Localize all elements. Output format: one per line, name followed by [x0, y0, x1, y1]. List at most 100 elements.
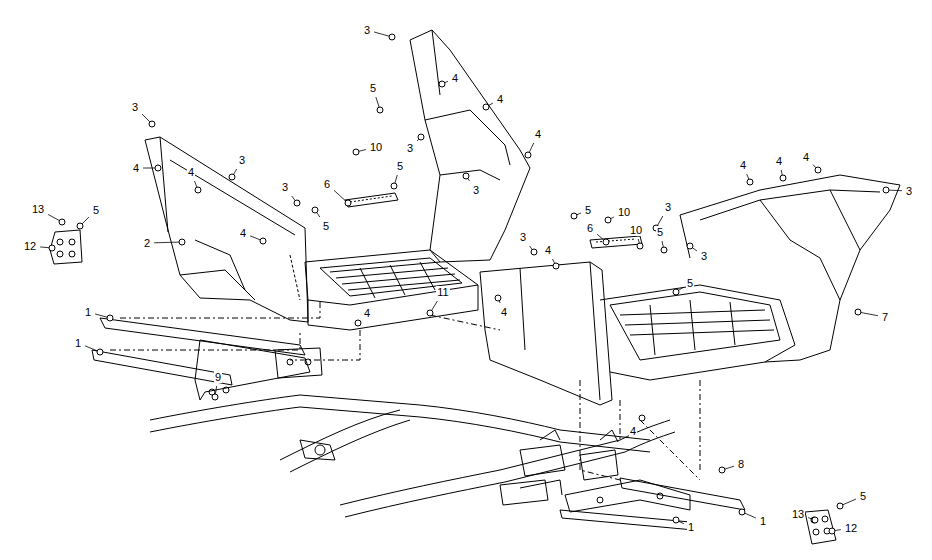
fastener-symbol	[195, 187, 201, 193]
callout-number: 4	[187, 166, 195, 178]
callout-number: 5	[322, 220, 330, 232]
fastener-symbol	[418, 134, 424, 140]
fastener-symbol	[389, 34, 395, 40]
callout-number: 12	[844, 522, 858, 534]
leader-line	[395, 175, 397, 183]
callout-number: 12	[23, 240, 37, 252]
frame-tubes	[150, 395, 675, 517]
footboard-plate	[345, 193, 398, 207]
leader-line	[692, 248, 696, 251]
leader-line	[95, 314, 107, 317]
alignment-lines	[110, 300, 700, 480]
callout-number: 3	[519, 231, 527, 243]
fastener-symbol	[149, 121, 155, 127]
callout-number: 13	[31, 203, 45, 215]
leader-line	[679, 521, 684, 523]
callout-number: 5	[686, 277, 694, 289]
leader-line	[376, 97, 379, 107]
callout-number: 5	[859, 490, 867, 502]
leader-line	[359, 150, 366, 152]
fastener-symbol	[605, 217, 611, 223]
fastener-symbol	[427, 310, 433, 316]
leader-line	[861, 313, 878, 316]
leader-line	[679, 288, 683, 291]
callout-number: 1	[759, 515, 767, 527]
leader-line	[40, 246, 49, 248]
footboard-plate	[590, 236, 642, 248]
fastener-symbol	[837, 503, 843, 509]
fastener-symbol	[155, 165, 161, 171]
callout-number: 6	[323, 178, 331, 190]
leader-line	[85, 346, 97, 351]
callout-number: 4	[534, 128, 542, 140]
fastener-symbol	[439, 81, 445, 87]
callout-number: 4	[739, 159, 747, 171]
fastener-symbol	[855, 309, 861, 315]
fastener-symbol	[463, 173, 469, 179]
callout-number: 4	[775, 155, 783, 167]
leader-line	[250, 236, 260, 240]
leader-line	[195, 181, 197, 187]
left-front-fender	[410, 30, 530, 262]
callout-number: 4	[132, 162, 140, 174]
fastener-symbol	[812, 517, 818, 523]
right-front-fender	[480, 262, 612, 405]
leader-line	[611, 217, 614, 219]
fastener-symbol	[353, 149, 359, 155]
fastener-symbol	[739, 509, 745, 515]
leader-line	[317, 212, 320, 217]
leader-line	[808, 518, 812, 519]
leader-line	[334, 190, 346, 201]
callout-number: 3	[472, 184, 480, 196]
leader-line	[445, 81, 448, 82]
left-fender	[145, 137, 308, 322]
fastener-symbol	[391, 183, 397, 189]
callout-number: 4	[451, 72, 459, 84]
fastener-symbol	[377, 107, 383, 113]
callout-number: 3	[281, 181, 289, 193]
fastener-symbol	[77, 223, 83, 229]
fastener-symbol	[294, 200, 300, 206]
leader-line	[489, 103, 493, 105]
leader-line	[843, 499, 856, 505]
fastener-symbol	[97, 349, 103, 355]
fastener-symbol	[345, 200, 351, 206]
leader-line	[747, 174, 749, 179]
callout-number: 11	[436, 286, 449, 298]
footrest-bracket	[520, 478, 745, 530]
callout-number: 10	[629, 224, 643, 236]
callout-number: 10	[617, 206, 631, 218]
callout-number: 4	[239, 227, 247, 239]
fastener-symbol	[212, 394, 218, 400]
callout-number: 5	[396, 160, 404, 172]
fastener-symbol	[59, 219, 65, 225]
leader-line	[835, 529, 841, 531]
callout-number: 5	[92, 204, 100, 216]
callout-number: 4	[363, 307, 371, 319]
leader-line	[781, 170, 782, 175]
callout-number: 4	[629, 425, 637, 437]
leader-line	[143, 168, 155, 169]
leader-line	[432, 301, 438, 310]
callout-number: 3	[363, 24, 371, 36]
leader-line	[657, 216, 662, 225]
callout-number: 1	[687, 521, 695, 533]
leader-line	[154, 242, 179, 244]
fastener-symbol	[639, 415, 645, 421]
fastener-symbol	[49, 245, 55, 251]
fastener-symbol	[673, 517, 679, 523]
leader-line	[529, 143, 533, 152]
callout-number: 9	[214, 371, 222, 383]
callout-number: 3	[905, 185, 913, 197]
callout-number: 6	[586, 222, 594, 234]
rubber-pad	[50, 230, 836, 544]
leader-line	[745, 513, 756, 518]
leader-line	[292, 196, 295, 201]
footrest-bracket	[92, 318, 322, 400]
callout-number: 4	[500, 306, 508, 318]
callout-number: 3	[131, 101, 139, 113]
leader-line	[530, 246, 533, 250]
fastener-symbol	[883, 187, 889, 193]
